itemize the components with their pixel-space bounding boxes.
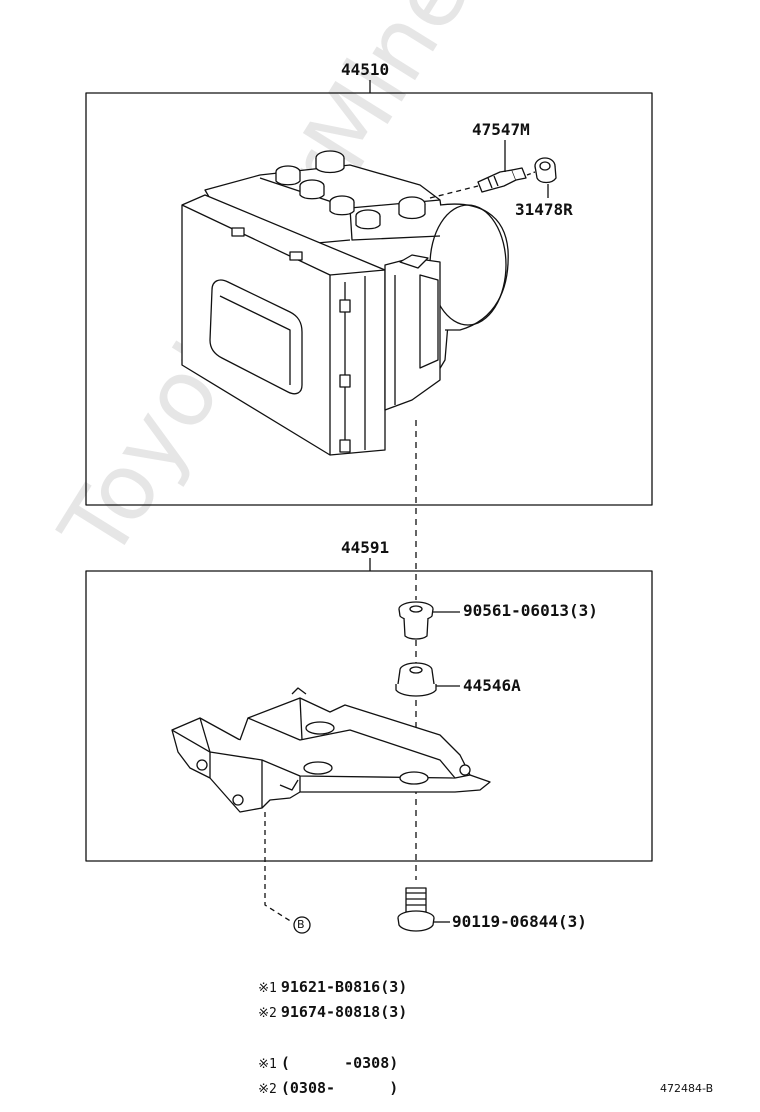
note-part-2: 91674-80818(3) <box>280 1003 408 1021</box>
bolt-ref-letter: B <box>297 918 305 931</box>
range-value-2: (0308- ) <box>280 1079 399 1097</box>
range-row-1: ※1( -0308) <box>222 1041 398 1086</box>
note-mark-1: ※1 <box>258 981 277 996</box>
note-mark-2: ※2 <box>258 1006 277 1021</box>
range-row-2: ※2(0308- ) <box>222 1066 398 1111</box>
part-label-31478r: 31478R <box>515 200 573 219</box>
range-mark-2: ※2 <box>258 1082 277 1097</box>
part-label-44546a: 44546A <box>463 676 521 695</box>
note-part-1: 91621-B0816(3) <box>280 978 408 996</box>
grommet-44546a-drawing <box>395 662 437 697</box>
dash-to-bolt-b <box>264 812 293 923</box>
assembly-frame-top <box>85 92 653 506</box>
bleeder-plug-47547m-drawing <box>477 167 527 193</box>
bracket-drawing <box>171 687 491 813</box>
part-label-90119: 90119-06844(3) <box>452 912 587 931</box>
range-value-1: ( -0308) <box>280 1054 399 1072</box>
dash-31478r <box>526 171 536 176</box>
bolt-ref-circle <box>293 916 311 934</box>
bolt-90119-drawing <box>397 887 435 932</box>
assembly-frame-bottom <box>85 570 653 862</box>
part-label-90561: 90561-06013(3) <box>463 601 598 620</box>
collar-90561-drawing <box>398 601 434 640</box>
assembly-number-bottom: 44591 <box>341 538 390 557</box>
part-label-47547m: 47547M <box>472 120 530 139</box>
dash-47547m <box>429 185 479 199</box>
abs-actuator-drawing <box>181 150 509 456</box>
cap-31478r-drawing <box>534 157 557 184</box>
assembly-number-top: 44510 <box>341 60 390 79</box>
diagram-id: 472484-B <box>660 1082 714 1095</box>
range-mark-1: ※1 <box>258 1057 277 1072</box>
